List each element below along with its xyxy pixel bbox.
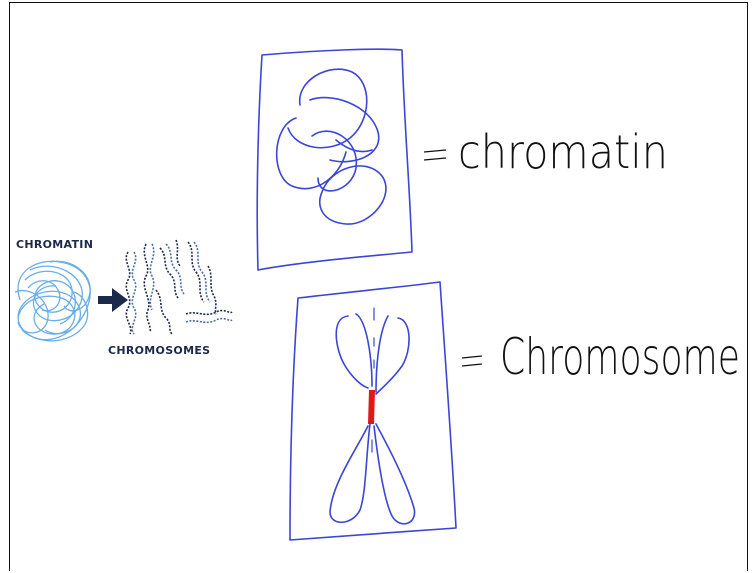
chromosome-word: Chromosome (500, 328, 740, 386)
centromere-mark (368, 390, 375, 424)
arrow-icon (98, 288, 128, 312)
chromatin-box (257, 49, 412, 270)
chromosome-strands (126, 240, 232, 334)
chromatin-drawing (257, 49, 412, 270)
chromatin-word: chromatin (458, 125, 668, 179)
chromatin-blob (15, 261, 90, 341)
chromatin-label: CHROMATIN (16, 238, 93, 251)
chromatin-equals (424, 150, 446, 160)
chromatin-to-chromosomes-illustration: CHROMATIN (15, 238, 232, 357)
chromosome-equals (462, 356, 482, 366)
chromosomes-label: CHROMOSOMES (108, 344, 210, 357)
